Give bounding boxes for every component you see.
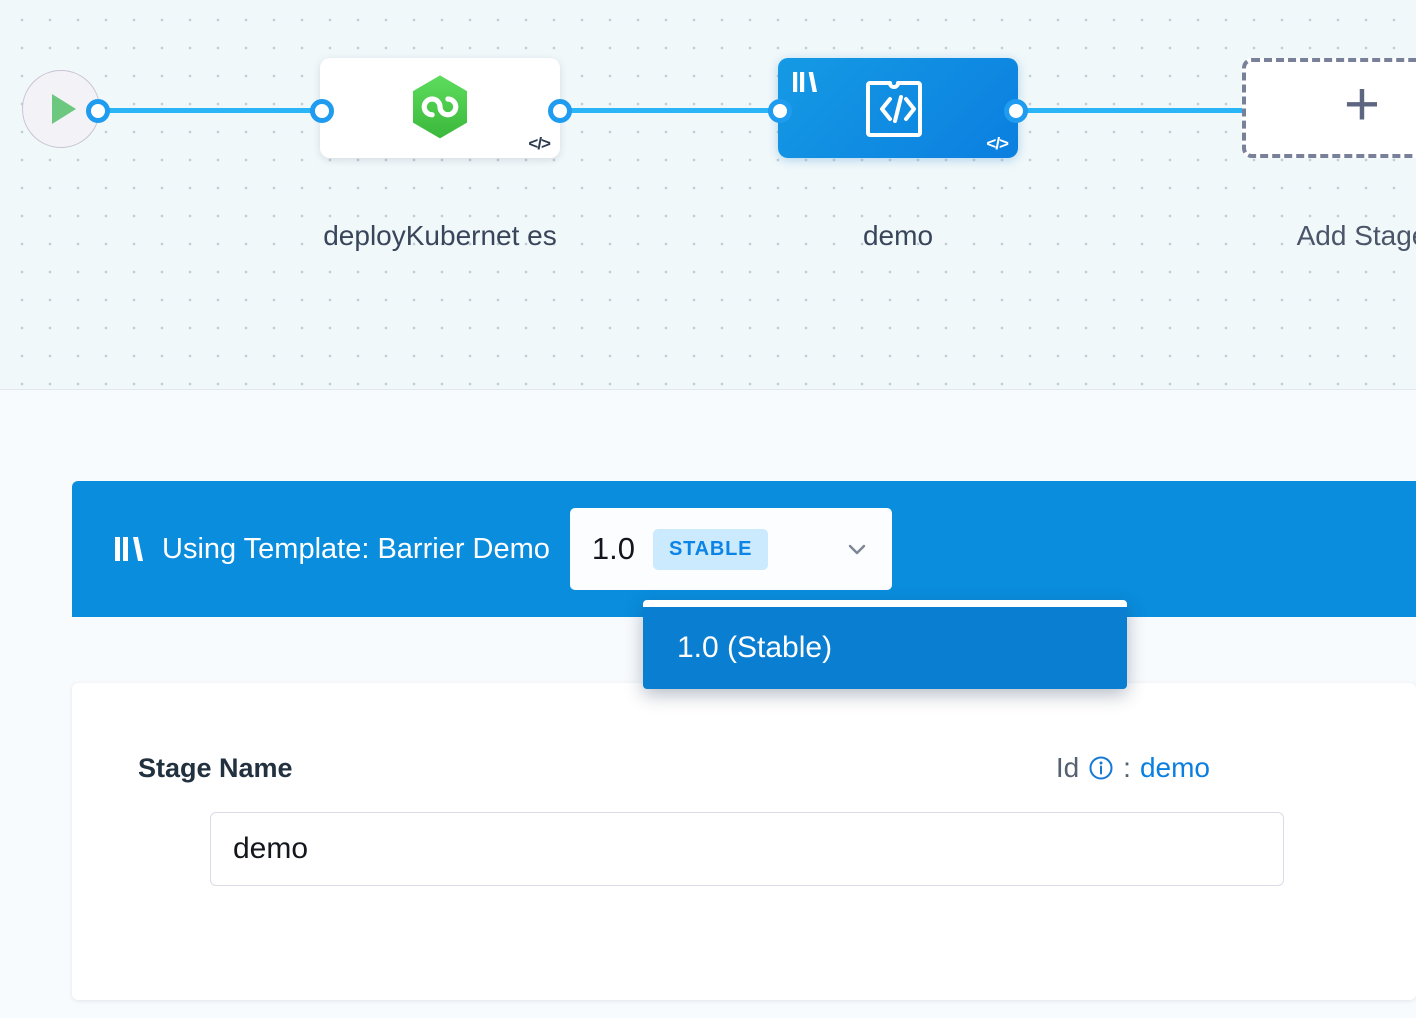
code-icon: </> bbox=[528, 134, 551, 153]
stage-id-value[interactable]: demo bbox=[1139, 752, 1210, 783]
edge-start-to-k8s bbox=[96, 108, 332, 113]
template-version-value: 1.0 bbox=[591, 531, 635, 566]
info-circle-icon[interactable] bbox=[1088, 755, 1114, 781]
code-icon: </> bbox=[986, 134, 1009, 153]
stage-node-deploykubernetes[interactable]: </> bbox=[320, 58, 560, 158]
id-label: Id bbox=[1055, 752, 1080, 783]
using-template-label: Using Template: Barrier Demo bbox=[162, 532, 550, 565]
stage-name-label: Stage Name bbox=[138, 753, 293, 783]
version-option-1-0-stable[interactable]: 1.0 (Stable) bbox=[643, 607, 1127, 689]
connector-dot-start-out[interactable] bbox=[86, 99, 110, 123]
template-library-icon bbox=[793, 72, 817, 92]
custom-stage-code-icon bbox=[778, 58, 1018, 158]
edge-demo-to-add bbox=[1004, 108, 1252, 113]
stage-details-card: Stage Name Id : demo bbox=[72, 683, 1416, 1000]
template-library-icon bbox=[115, 537, 143, 561]
add-stage-node[interactable]: + bbox=[1242, 58, 1416, 158]
stage-name-field-header: Stage Name Id : demo bbox=[138, 752, 1210, 784]
plus-icon: + bbox=[1343, 70, 1381, 139]
connector-dot-demo-out[interactable] bbox=[1004, 99, 1028, 123]
stage-node-demo[interactable]: </> bbox=[778, 58, 1018, 158]
play-icon bbox=[52, 94, 76, 124]
stage-label-deploykubernetes: deployKubernet es bbox=[323, 220, 557, 251]
template-version-dropdown[interactable]: 1.0 (Stable) bbox=[643, 600, 1127, 689]
pipeline-canvas[interactable]: </> </> + deployKubernet es bbox=[0, 0, 1416, 390]
stable-badge: STABLE bbox=[653, 528, 769, 570]
template-version-select[interactable]: 1.0 STABLE bbox=[569, 508, 892, 590]
stage-label-demo: demo bbox=[862, 220, 934, 251]
connector-dot-k8s-out[interactable] bbox=[548, 99, 572, 123]
connector-dot-k8s-in[interactable] bbox=[310, 99, 334, 123]
using-template-banner: Using Template: Barrier Demo 1.0 STABLE bbox=[72, 481, 1416, 617]
add-stage-label: Add Stage bbox=[1296, 220, 1416, 251]
connector-dot-demo-in[interactable] bbox=[768, 99, 792, 123]
chevron-down-icon bbox=[848, 544, 866, 555]
edge-k8s-to-demo bbox=[548, 108, 788, 113]
stage-id-row: Id : demo bbox=[1056, 752, 1210, 784]
stage-name-input[interactable] bbox=[210, 812, 1284, 886]
harness-hexagon-icon bbox=[320, 58, 560, 158]
id-separator: : bbox=[1123, 752, 1131, 783]
